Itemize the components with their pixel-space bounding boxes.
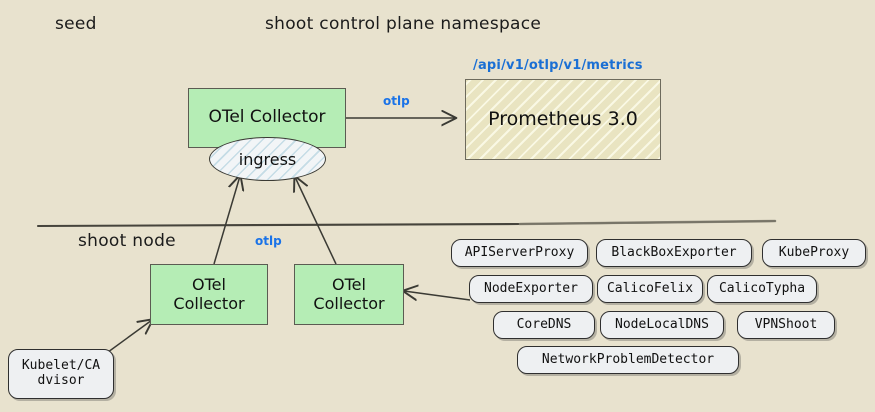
scrape-target-vpnshoot[interactable]: VPNShoot: [737, 311, 835, 339]
zone-label-control-plane: shoot control plane namespace: [265, 14, 542, 34]
scrape-target-calicofelix[interactable]: CalicoFelix: [597, 275, 703, 303]
scrape-target-coredns[interactable]: CoreDNS: [493, 311, 595, 339]
edge-label-otlp-top: otlp: [383, 94, 410, 108]
edge-right-collector-to-ingress: [295, 177, 337, 265]
edge-left-collector-to-ingress: [213, 176, 240, 265]
scrape-target-nodelocaldns[interactable]: NodeLocalDNS: [600, 311, 724, 339]
metrics-endpoint-path: /api/v1/otlp/v1/metrics: [473, 58, 643, 73]
kubelet-line2: dvisor: [37, 373, 85, 388]
scrape-target-kubeproxy[interactable]: KubeProxy: [762, 239, 866, 267]
node-otel-collector-control-plane[interactable]: OTel Collector: [188, 88, 346, 148]
node-otel-collector-node-right[interactable]: OTel Collector: [294, 264, 404, 325]
edge-targets-to-right-collector: [404, 291, 471, 300]
kubelet-line1: Kubelet/CA: [21, 358, 101, 374]
otel-left-line1: OTel: [192, 275, 226, 295]
node-kubelet-cadvisor[interactable]: Kubelet/CA dvisor: [8, 349, 114, 399]
otel-left-line2: Collector: [173, 293, 245, 313]
node-prometheus[interactable]: Prometheus 3.0: [465, 79, 661, 160]
edge-label-otlp-bottom: otlp: [255, 234, 282, 248]
scrape-target-nodeexporter[interactable]: NodeExporter: [469, 275, 593, 303]
otel-right-line2: Collector: [313, 293, 385, 313]
scrape-target-networkproblemdetector[interactable]: NetworkProblemDetector: [517, 346, 739, 374]
scrape-target-apiserverproxy[interactable]: APIServerProxy: [451, 239, 588, 267]
scrape-target-calicotypha[interactable]: CalicoTypha: [707, 275, 817, 303]
zone-label-seed: seed: [55, 14, 97, 34]
zone-divider-line: [36, 219, 777, 228]
zone-label-shoot-node: shoot node: [78, 231, 176, 251]
otel-right-line1: OTel: [332, 275, 366, 295]
edge-kubelet-to-left-collector: [103, 320, 152, 356]
node-ingress[interactable]: ingress: [209, 137, 326, 181]
scrape-target-blackboxexporter[interactable]: BlackBoxExporter: [596, 239, 752, 267]
node-otel-collector-node-left[interactable]: OTel Collector: [150, 264, 268, 325]
